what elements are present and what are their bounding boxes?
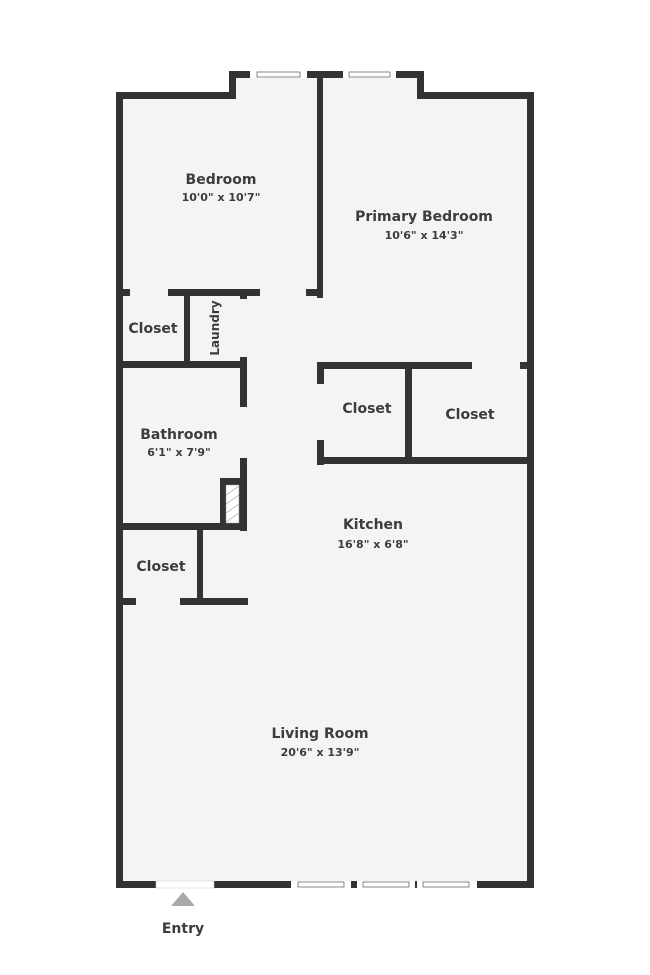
hatch-lines — [225, 485, 240, 523]
floor-area — [122, 78, 527, 882]
room-laundry: Laundry — [208, 300, 222, 355]
room-closet-1: Closet — [128, 321, 178, 337]
room-label: Closet — [136, 559, 186, 575]
room-closet-3: Closet — [342, 401, 392, 417]
room-bedroom: Bedroom 10'0" x 10'7" — [182, 172, 261, 204]
room-label: Bathroom — [140, 427, 218, 443]
room-bathroom: Bathroom 6'1" x 7'9" — [140, 427, 218, 459]
room-living-room: Living Room 20'6" x 13'9" — [271, 726, 368, 759]
entry-arrow-icon — [171, 892, 195, 906]
room-label: Bedroom — [186, 172, 257, 188]
entry-label: Entry — [162, 921, 204, 937]
room-dimensions: 20'6" x 13'9" — [281, 746, 360, 759]
room-kitchen: Kitchen 16'8" x 6'8" — [337, 517, 408, 551]
room-dimensions: 10'0" x 10'7" — [182, 191, 261, 204]
room-closet-4: Closet — [445, 407, 495, 423]
room-label: Laundry — [208, 300, 222, 355]
room-label: Closet — [445, 407, 495, 423]
room-label: Primary Bedroom — [355, 209, 493, 225]
room-dimensions: 16'8" x 6'8" — [337, 538, 408, 551]
room-closet-2: Closet — [136, 559, 186, 575]
room-dimensions: 10'6" x 14'3" — [385, 229, 464, 242]
room-label: Closet — [128, 321, 178, 337]
room-label: Living Room — [271, 726, 368, 742]
entry-door[interactable] — [155, 880, 215, 889]
room-primary-bedroom: Primary Bedroom 10'6" x 14'3" — [355, 209, 493, 242]
room-dimensions: 6'1" x 7'9" — [147, 446, 211, 459]
room-label: Closet — [342, 401, 392, 417]
windows — [250, 71, 477, 888]
room-label: Kitchen — [343, 517, 403, 533]
